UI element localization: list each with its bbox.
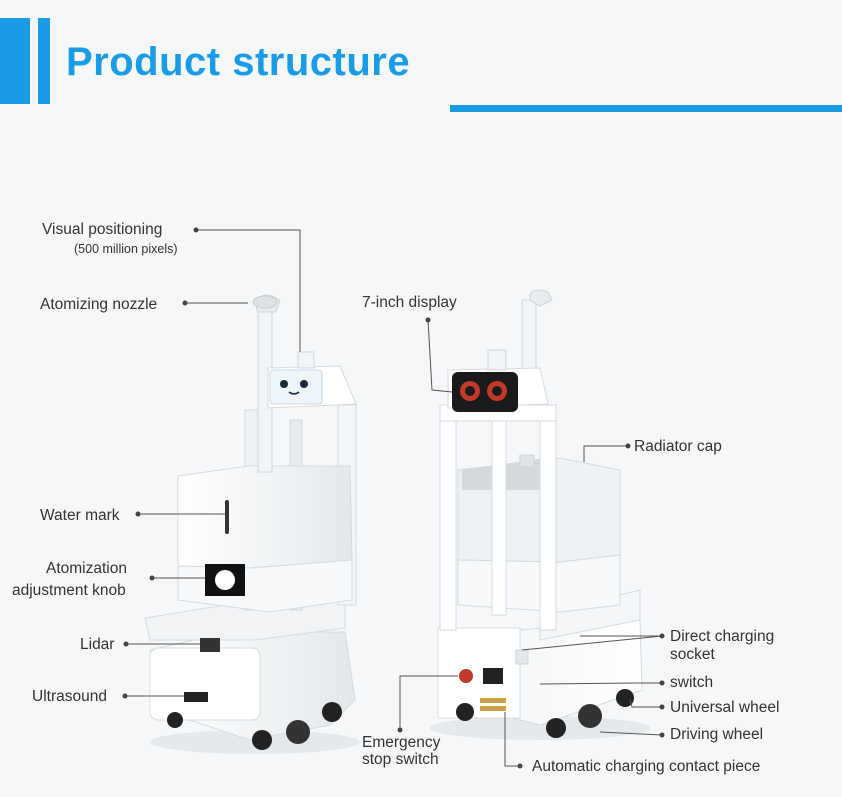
label-direct-charging-line2: socket (670, 646, 715, 663)
header-accent-bar-narrow (38, 18, 50, 104)
ultrasound-sensor (184, 692, 208, 702)
label-driving-wheel: Driving wheel (670, 726, 764, 743)
label-visual-positioning: Visual positioning (42, 221, 163, 238)
page-title: Product structure (66, 40, 411, 84)
label-atomizing-nozzle: Atomizing nozzle (40, 296, 158, 313)
label-radiator-cap: Radiator cap (634, 438, 722, 455)
label-universal-wheel: Universal wheel (670, 699, 780, 716)
leader-dots (122, 227, 665, 769)
label-seven-inch-display: 7-inch display (362, 294, 457, 311)
header-accent-bar-wide (0, 18, 30, 104)
label-water-mark: Water mark (40, 507, 120, 524)
label-switch: switch (670, 674, 714, 691)
label-atomization-line1: Atomization (46, 560, 127, 577)
label-atomization-line2: adjustment knob (12, 582, 126, 599)
label-lidar: Lidar (80, 636, 115, 653)
left-robot (144, 294, 360, 754)
water-mark-indicator (225, 500, 229, 534)
atomization-knob (215, 570, 235, 590)
right-robot (430, 289, 650, 740)
label-direct-charging-line1: Direct charging (670, 628, 775, 645)
emergency-stop-button (459, 669, 473, 683)
header-underline (450, 105, 842, 112)
leader-lines (125, 229, 663, 767)
label-automatic-charging-contact: Automatic charging contact piece (532, 758, 761, 775)
label-emergency-line2: stop switch (362, 751, 439, 768)
label-emergency-line1: Emergency (362, 734, 441, 751)
label-visual-positioning-note: (500 million pixels) (74, 242, 178, 256)
label-ultrasound: Ultrasound (32, 688, 107, 705)
